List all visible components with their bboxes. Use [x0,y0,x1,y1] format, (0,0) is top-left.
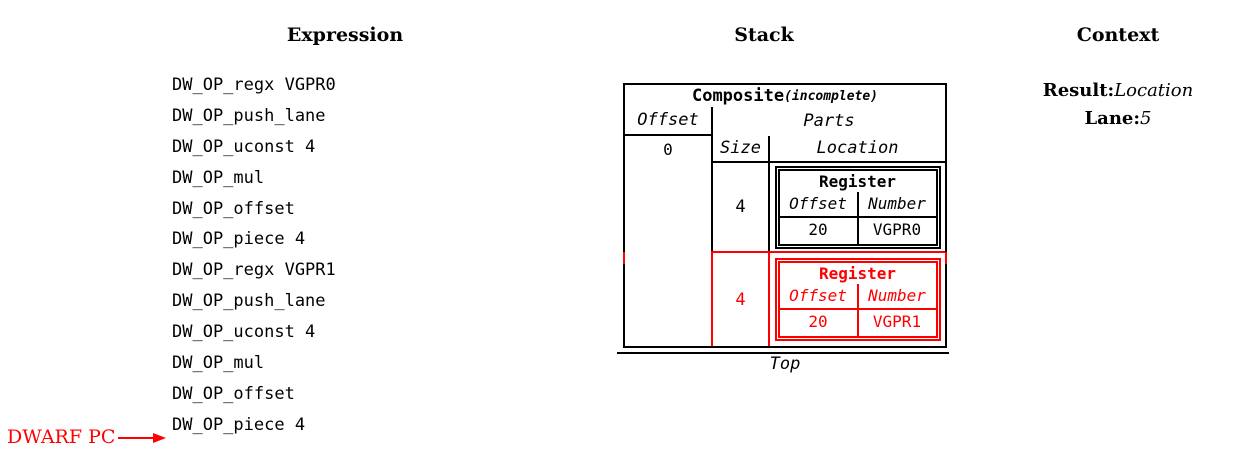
part-size-value: 4 [713,253,770,346]
highlight-tick-right [945,252,947,264]
dwarf-pc-marker: DWARF PC [7,426,167,449]
composite-table: Composite (incomplete) Offset 0 Parts Si… [623,83,947,348]
register-number-header: Number [868,286,926,305]
part-row-vgpr0: 4 Register Offset Number 20 VGPR0 [711,163,945,251]
dwarf-pc-label: DWARF PC [7,426,116,448]
offset-column-header: Offset [625,107,711,136]
register-offset-header: Offset [780,284,859,308]
lane-value: 5 [1140,108,1152,129]
composite-title: Composite [691,86,785,106]
highlight-tick-left [623,252,625,264]
context-header: Context [1076,24,1160,46]
register-table-vgpr1: Register Offset Number 20 VGPR1 [774,258,941,341]
expression-item: DW_OP_offset [172,198,295,219]
register-number-header: Number [868,193,926,213]
parts-column-header: Parts [711,107,945,136]
lane-label: Lane: [1084,108,1141,129]
expression-item: DW_OP_mul [172,353,265,374]
register-offset-value: 20 [780,310,859,336]
register-title: Register [818,171,897,191]
offset-column: Offset 0 [625,107,711,346]
register-header-row: Offset Number [779,191,936,218]
expression-item: DW_OP_piece 4 [172,229,306,250]
stack-top-label: Top [769,354,801,374]
context-fields: Result:Location Lane:5 [1008,77,1228,133]
composite-body: Offset 0 Parts Size Location 4 Register [625,107,945,346]
expression-item: DW_OP_offset [172,383,295,404]
expression-list: DW_OP_regx VGPR0 DW_OP_push_lane DW_OP_u… [172,70,336,441]
composite-qualifier: (incomplete) [784,88,879,104]
dwarf-pc-arrowhead-icon [153,432,167,443]
register-title: Register [818,264,897,283]
register-offset-value: 20 [780,217,859,244]
expression-item: DW_OP_regx VGPR1 [172,260,336,281]
part-location-cell: Register Offset Number 20 VGPR1 [770,253,945,346]
register-value-row: 20 VGPR0 [780,217,936,244]
stack-header: Stack [734,24,794,46]
context-result-line: Result:Location [1008,77,1228,105]
expression-item: DW_OP_push_lane [172,105,326,126]
context-lane-line: Lane:5 [1008,105,1228,133]
expression-item: DW_OP_uconst 4 [172,322,316,343]
expression-item: DW_OP_uconst 4 [172,136,316,157]
expression-item: DW_OP_push_lane [172,291,326,312]
result-label: Result: [1042,80,1115,101]
parts-subheader-row: Size Location [711,136,945,163]
expression-header: Expression [286,24,404,46]
part-row-vgpr1-highlighted: 4 Register Offset Number 20 VGPR1 [711,251,945,346]
register-offset-header: Offset [780,191,859,216]
size-column-header: Size [713,136,770,161]
composite-title-row: Composite (incomplete) [625,85,945,107]
expression-item: DW_OP_mul [172,167,265,188]
expression-item: DW_OP_piece 4 [172,414,306,435]
parts-column: Parts Size Location 4 Register Offset Nu… [711,107,945,346]
register-number-value: VGPR1 [872,312,922,331]
result-value: Location [1114,80,1194,101]
register-table-vgpr0: Register Offset Number 20 VGPR0 [774,165,941,249]
part-location-cell: Register Offset Number 20 VGPR0 [770,163,945,251]
register-header-row: Offset Number [779,284,936,310]
stack-top-line [617,352,949,354]
register-number-value: VGPR0 [872,219,922,239]
offset-value: 0 [663,140,673,159]
dwarf-pc-arrow [118,436,154,439]
expression-item: DW_OP_regx VGPR0 [172,75,336,95]
part-size-value: 4 [713,163,770,251]
location-column-header: Location [816,138,899,158]
register-value-row: 20 VGPR1 [780,310,936,336]
